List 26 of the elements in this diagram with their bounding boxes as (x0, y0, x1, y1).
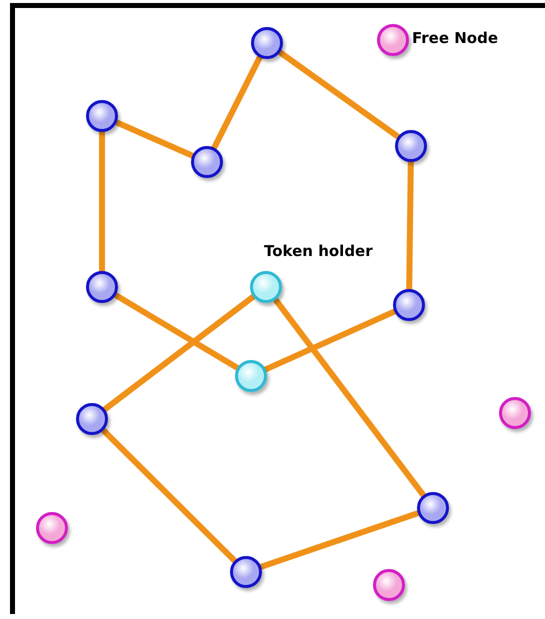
circle-node (86, 100, 118, 132)
circle-node (251, 27, 283, 59)
circle-node (393, 289, 425, 321)
circle-node (76, 403, 108, 435)
circle-node (36, 512, 68, 544)
circle-node (86, 271, 118, 303)
circle-node (373, 569, 405, 601)
link-line (406, 159, 414, 292)
circle-node (499, 397, 531, 429)
link-line (277, 49, 401, 140)
link-line (211, 54, 263, 151)
link-line (272, 296, 426, 498)
link-line (102, 294, 256, 412)
link-line (114, 119, 196, 159)
circle-node (395, 130, 427, 162)
circle-node (230, 556, 262, 588)
link-line (99, 129, 105, 274)
link-line (100, 427, 238, 564)
circle-node (191, 146, 223, 178)
link-line (262, 308, 398, 372)
node-label: Free Node (412, 29, 498, 47)
link-line (112, 292, 240, 371)
circle-node (417, 492, 449, 524)
node-label: Token holder (264, 242, 373, 260)
link-line (258, 510, 421, 570)
circle-node (235, 360, 267, 392)
